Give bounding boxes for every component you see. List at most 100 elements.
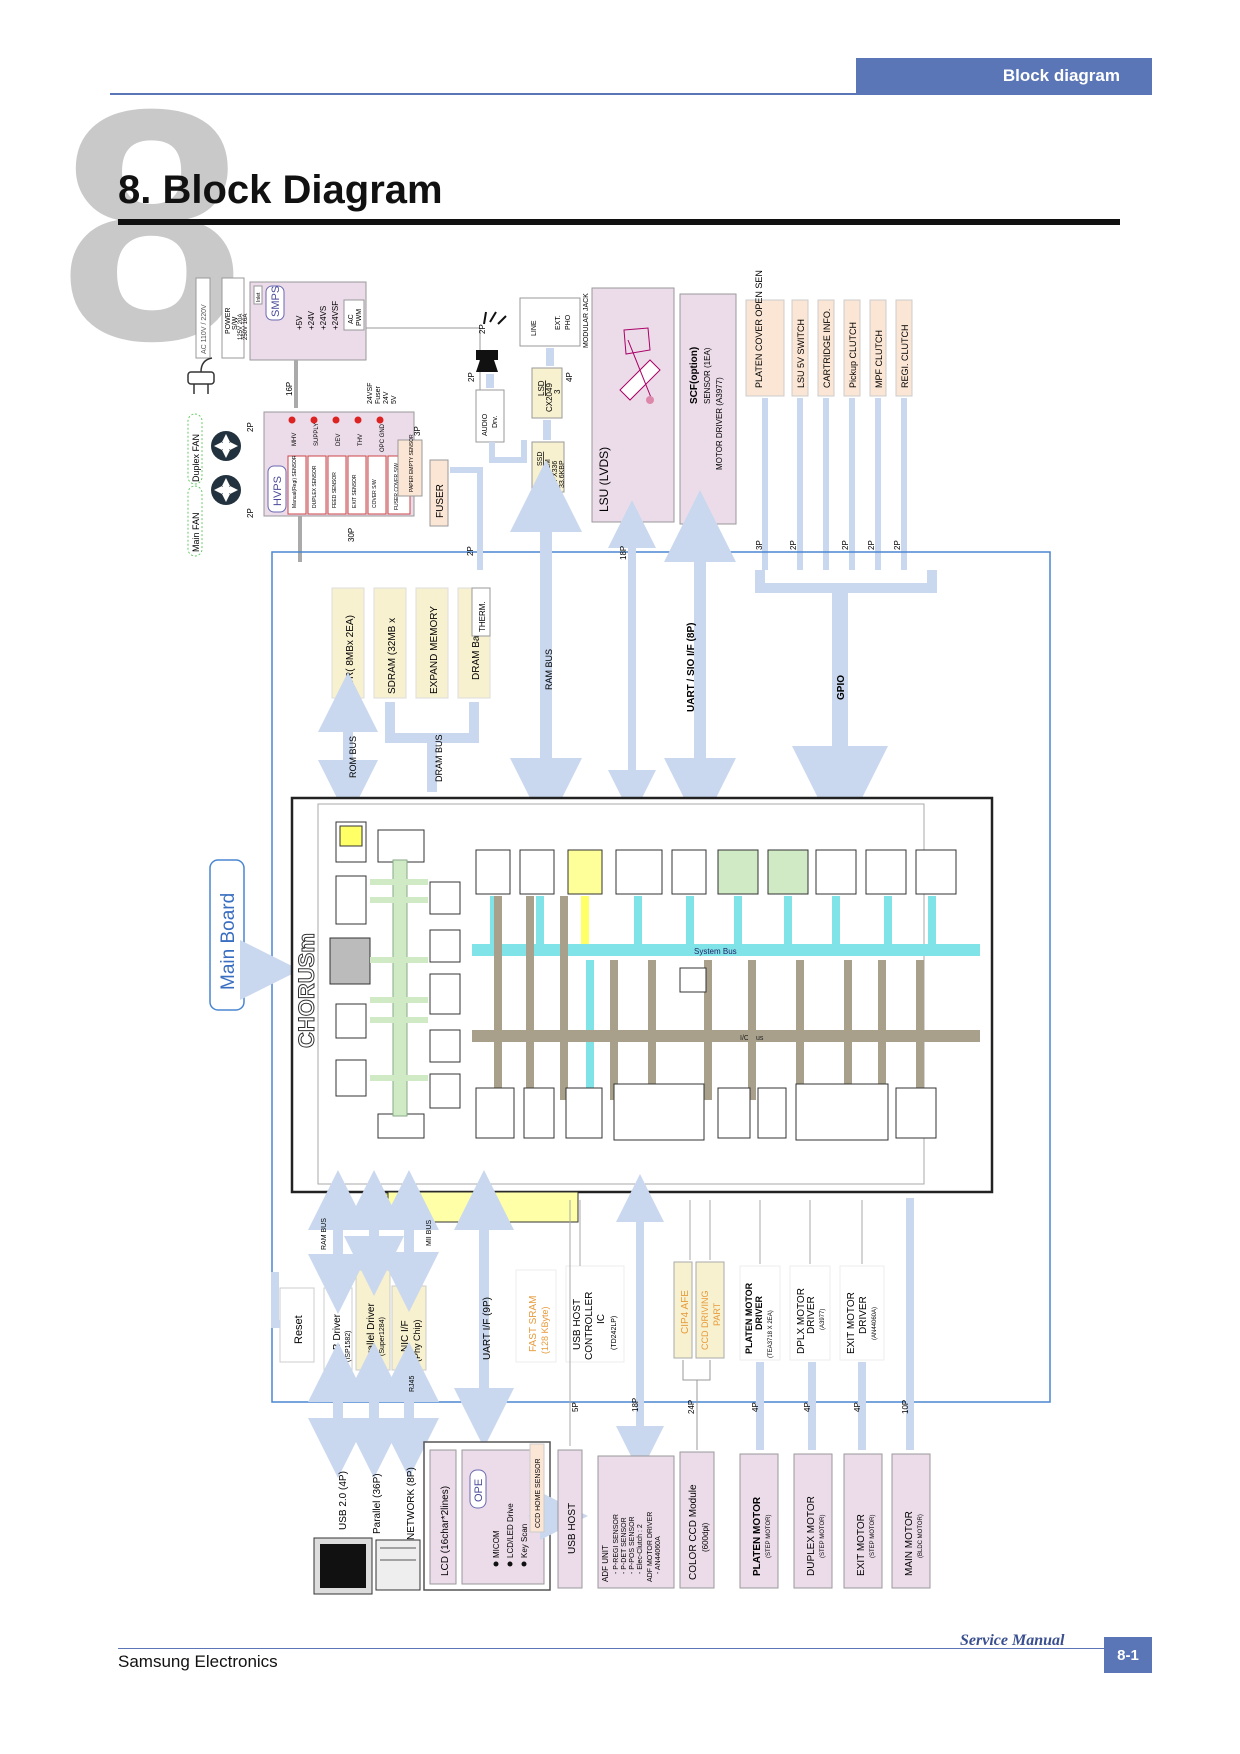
ram-bus-label: RAM BUS — [544, 649, 554, 690]
adf-conn: 18P — [631, 1398, 640, 1412]
speaker-icon — [476, 311, 507, 372]
parallel-driver-label: Parallel Driver — [366, 1303, 377, 1366]
ccd-conn: 24P — [687, 1400, 696, 1414]
duplex-fan-label-box — [187, 413, 203, 485]
lcd-label: LCD (16char*2lines) — [440, 1486, 451, 1576]
hvps-outputs: MHV SUPPLY DEV THV OPC GND — [288, 416, 386, 452]
jack-line-label: LINE — [531, 320, 538, 336]
adf-item-6: - AN44060A — [655, 1536, 662, 1574]
power-plug-icon — [187, 357, 215, 394]
supply-24vsf: 24VSF — [367, 383, 374, 404]
lsu-conn-18p: 18P — [619, 546, 628, 560]
dram-bus-label: DRAM BUS — [434, 734, 444, 782]
hvps-sensor-6: FUSER COVER S/W — [394, 463, 400, 510]
adf-item-1: - P-REGI SENSOR — [613, 1514, 620, 1574]
audio-lsd-link — [489, 440, 527, 463]
exit-driver-l1: EXIT MOTOR — [846, 1292, 857, 1354]
smps-out-5v: +5V — [295, 315, 304, 330]
rom-bus-label: ROM BUS — [348, 736, 358, 778]
lsd-chip: CX2049 — [545, 383, 554, 412]
main-fan-label: Main FAN — [191, 512, 201, 552]
hvps-sensor-1: Manual(Regi) SENSOR — [292, 455, 298, 508]
scf-l2: MOTOR DRIVER (A3977) — [715, 377, 724, 470]
fuser-box — [429, 459, 449, 527]
hvps-title: HVPS — [272, 476, 284, 506]
smps-inlet-label: Inlet — [256, 292, 262, 302]
duplex-motor-conn: 4P — [803, 1402, 812, 1412]
lsd-box — [531, 367, 563, 419]
exit-driver-l2: DRIVER — [858, 1296, 869, 1334]
motor-boxes: PLATEN MOTOR (STEP MOTOR) DUPLEX MOTOR (… — [739, 1453, 931, 1589]
ope-item-key-scan: Key Scan — [520, 1524, 529, 1558]
smps-out-24vs: +24VS — [319, 306, 328, 330]
platen-driver-l1: PLATEN MOTOR — [744, 1282, 754, 1354]
power-switch-box: POWER S/W 125V 20A 250V 16A — [221, 277, 249, 359]
smps-pwm-label: PWM — [356, 309, 363, 326]
platen-cover-sensor-label: PLATEN COVER OPEN SENSOR — [754, 270, 764, 388]
hvps-out-supply: SUPPLY — [314, 423, 320, 446]
main-board-label: Main Board — [218, 893, 239, 990]
fuser-therm-link — [450, 467, 483, 570]
duplex-fan-icon — [211, 431, 241, 461]
header-rule — [110, 93, 1152, 95]
supply-24v: 24V — [383, 391, 390, 404]
adf-item-2: - P-DET SENSOR — [621, 1517, 628, 1574]
title-rule — [118, 219, 1120, 225]
platen-driver-l2: DRIVER — [754, 1295, 764, 1330]
scf-box — [679, 293, 737, 525]
mii-bus-label: MII BUS — [426, 1220, 433, 1246]
lsd-title: LSD — [537, 380, 546, 396]
ccd-home-sensor-label: CCD HOME SENSOR — [535, 1458, 542, 1528]
main-fan-conn: 2P — [246, 508, 255, 518]
therm-label: THERM. — [478, 601, 487, 632]
ccd-driving-l1: CCD DRIVING — [700, 1290, 710, 1350]
dram-backup-label: DRAM Backup — [471, 614, 482, 680]
platen-motor-l1: PLATEN MOTOR — [752, 1496, 763, 1576]
footer-company: Samsung Electronics — [118, 1652, 278, 1671]
hvps-out-dev: DEV — [336, 434, 342, 446]
hvps-box: HVPS Manual(Regi) SENSOR DUPLEX SENSOR F… — [263, 411, 415, 517]
fast-sram-box — [515, 1269, 557, 1363]
usb-host-conn: 5P — [571, 1402, 580, 1412]
mpf-conn: 2P — [867, 540, 876, 550]
platen-motor-conn: 4P — [751, 1402, 760, 1412]
io-bus-taps — [494, 896, 924, 1100]
system-bus-label: System Bus — [694, 947, 737, 956]
duplex-motor-l1: DUPLEX MOTOR — [806, 1496, 817, 1576]
footer-page-number: 8-1 — [1104, 1637, 1152, 1673]
footer-rule — [118, 1648, 1120, 1649]
cip4-afe-box — [673, 1261, 693, 1359]
usb-host-ic-l1: USB HOST — [572, 1299, 583, 1350]
power-sw-label: POWER — [225, 308, 232, 334]
smps-out-24vsf: +24VSF — [331, 301, 340, 330]
audio-driver-label-2: Drv. — [492, 416, 499, 428]
dplx-driver-sub: (A3977) — [820, 1309, 826, 1330]
reset-link — [271, 1272, 280, 1328]
main-board-label-box — [209, 859, 245, 1011]
chorus-mid-block — [679, 967, 707, 993]
laser-unit-icon — [619, 327, 661, 404]
scf-l1: SENSOR (1EA) — [703, 347, 712, 404]
pickup-clutch-label: Pickup CLUTCH — [848, 322, 858, 388]
chorus-label: CHORUSm — [294, 933, 319, 1048]
driver-motor-links — [756, 1198, 914, 1450]
ccd-driving-l2: PART — [712, 1302, 722, 1326]
smps-pwm-conn: 2P — [478, 324, 487, 334]
duplex-fan-conn: 2P — [246, 422, 255, 432]
uart-label: UART I/F (9P) — [482, 1297, 493, 1360]
lsu5v-conn: 2P — [789, 540, 798, 550]
audio-driver-box — [475, 389, 505, 443]
audio-driver-label: AUDIO — [482, 413, 489, 436]
right-sensor-items: PLATEN COVER OPEN SENSOR LSU 5V SWITCH C… — [745, 250, 913, 397]
mpf-clutch-label: MPF CLUTCH — [874, 330, 884, 388]
dplx-driver-l1: DPLX MOTOR — [796, 1288, 807, 1354]
ccd-home-sensor-box — [529, 1443, 545, 1533]
fuser-label: FUSER — [435, 484, 446, 518]
platen-conn: 3P — [755, 540, 764, 550]
sdram-memory-label: SDRAM (32MB x — [387, 618, 398, 694]
ccd-module-l2: (600dpi) — [701, 1522, 710, 1552]
fast-sram-label: FAST SRAM — [528, 1296, 539, 1353]
ac-label: AC 110V / 220V — [201, 304, 208, 354]
hvps-sensors: Manual(Regi) SENSOR DUPLEX SENSOR FEED S… — [287, 455, 411, 515]
hvps-sensor-5: COVER S/W — [372, 479, 378, 508]
